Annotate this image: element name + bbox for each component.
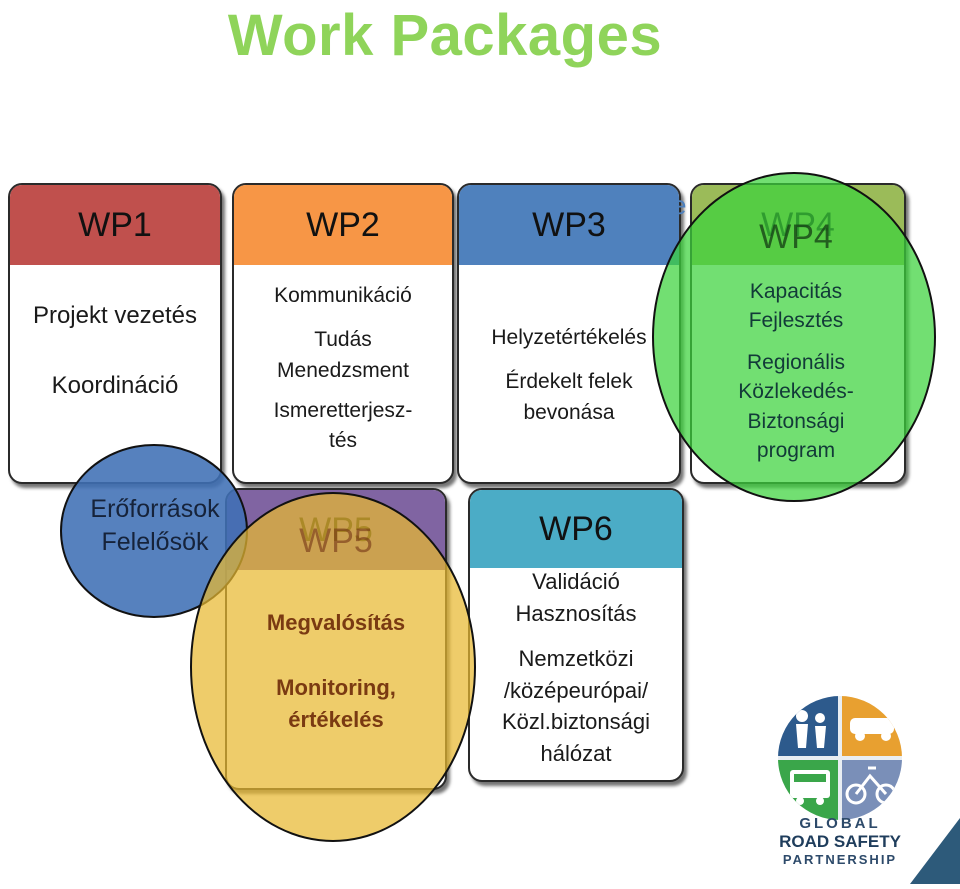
wp6-line: Nemzetközi: [518, 646, 634, 671]
wp4-line: Kapacitás: [749, 279, 843, 303]
wp5-line: Monitoring,: [276, 675, 396, 700]
wp6-line: Validáció: [532, 569, 620, 594]
wp1-line: Projekt vezetés: [32, 302, 198, 329]
wp2-header: WP2: [234, 185, 452, 265]
wp2-line: Tudás: [314, 328, 372, 352]
wp5-highlight-circle: [190, 492, 476, 842]
wp2-label: WP2: [306, 205, 380, 244]
wp5-text: WP5 Megvalósítás Monitoring, értékelés: [225, 520, 447, 733]
wp3-line: bevonása: [523, 400, 615, 424]
wp1-line: Koordináció: [51, 372, 179, 399]
wp6-line: hálózat: [540, 740, 612, 766]
wp3-line: Érdekelt felek: [505, 370, 633, 394]
wp6-label: WP6: [539, 509, 613, 548]
wp6-line: /középeurópai/: [503, 677, 649, 703]
resources-text: Erőforrások Felelősök: [60, 494, 250, 559]
wp6-body: Validáció Hasznosítás Nemzetközi /középe…: [470, 568, 682, 780]
wp4-text: WP4 Kapacitás Fejlesztés Regionális Közl…: [690, 216, 902, 464]
wp3-label: WP3: [532, 205, 606, 244]
grsp-logo-line1: GLOBAL: [799, 815, 880, 832]
grsp-logo-graphic: GLOBAL ROAD SAFETY PARTNERSHIP: [778, 696, 960, 884]
wp2-card: WP2 Kommunikáció Tudás Menedzsment Ismer…: [232, 183, 454, 484]
wp4-line: program: [756, 438, 836, 462]
wp2-line: Ismeretterjesz-: [273, 398, 413, 422]
wp2-body: Kommunikáció Tudás Menedzsment Ismerette…: [234, 265, 452, 482]
wp5-line: értékelés: [288, 706, 384, 732]
wp4-label-overlay: WP4: [759, 218, 833, 256]
wp1-label: WP1: [78, 205, 152, 244]
wp3-header: WP3: [459, 185, 679, 265]
grsp-logo-line3: PARTNERSHIP: [783, 852, 897, 867]
wp1-card: WP1 Projekt vezetés Koordináció: [8, 183, 222, 484]
wp4-highlight-circle: [652, 172, 936, 502]
wp6-header: WP6: [470, 490, 682, 568]
stray-letter: e: [672, 190, 687, 220]
wp2-line: tés: [328, 429, 357, 452]
wp2-line: Kommunikáció: [274, 284, 412, 307]
wp3-body: Helyzetértékelés Érdekelt felek bevonása: [459, 265, 679, 482]
resources-line: Felelősök: [101, 528, 209, 557]
page-title: Work Packages: [227, 3, 663, 68]
wp3-line: Helyzetértékelés: [491, 326, 647, 349]
wp2-line: Menedzsment: [277, 358, 409, 382]
wp3-card: WP3 Helyzetértékelés Érdekelt felek bevo…: [457, 183, 681, 484]
wp4-line: Közlekedés-: [738, 380, 854, 404]
wp1-header: WP1: [10, 185, 220, 265]
wp4-line: Biztonsági: [747, 409, 845, 433]
resources-line: Erőforrások: [90, 495, 220, 523]
grsp-logo: GLOBAL ROAD SAFETY PARTNERSHIP: [740, 688, 960, 884]
wp6-card: WP6 Validáció Hasznosítás Nemzetközi /kö…: [468, 488, 684, 782]
wp6-line: Hasznosítás: [515, 600, 637, 626]
wp5-label-overlay: WP5: [299, 522, 373, 560]
wp4-line: Fejlesztés: [748, 308, 844, 332]
wp4-line: Regionális: [746, 351, 846, 374]
wp6-line: Közl.biztonsági: [502, 709, 650, 734]
grsp-logo-line2: ROAD SAFETY: [779, 832, 902, 851]
wp1-body: Projekt vezetés Koordináció: [10, 265, 220, 482]
wp5-line: Megvalósítás: [266, 609, 406, 635]
